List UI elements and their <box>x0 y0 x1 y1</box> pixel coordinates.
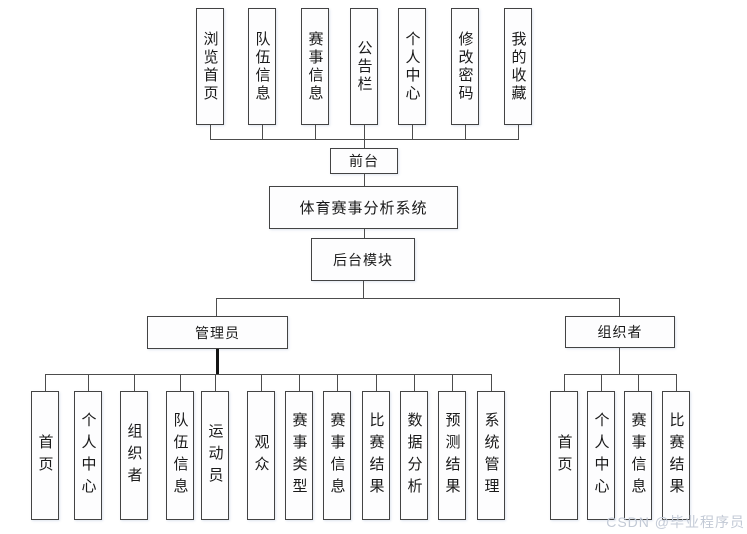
node-organizer-module-match-result: 比赛结果 <box>662 391 690 520</box>
node-admin-module-home: 首页 <box>31 391 59 520</box>
connector <box>364 139 365 148</box>
connector <box>299 374 300 391</box>
node-role-organizer: 组织者 <box>565 316 675 348</box>
connector <box>216 298 620 299</box>
connector <box>216 298 217 316</box>
connector <box>210 125 211 139</box>
node-admin-module-personal-center: 个人中心 <box>74 391 102 520</box>
node-admin-module-audience: 观众 <box>247 391 275 520</box>
connector <box>376 374 377 391</box>
connector <box>216 349 219 374</box>
connector <box>363 281 364 298</box>
connector <box>364 125 365 139</box>
connector <box>518 125 519 139</box>
connector <box>315 125 316 139</box>
connector <box>45 374 46 391</box>
node-admin-module-team-info: 队伍信息 <box>166 391 194 520</box>
node-organizer-module-personal-center: 个人中心 <box>587 391 615 520</box>
node-admin-module-organizer: 组织者 <box>120 391 148 520</box>
node-back-module: 后台模块 <box>311 238 415 281</box>
node-admin-module-system-management: 系统管理 <box>477 391 505 520</box>
connector <box>564 374 676 375</box>
node-front-module-change-password: 修改密码 <box>451 8 479 125</box>
node-front-module-personal-center: 个人中心 <box>398 8 426 125</box>
connector <box>45 374 491 375</box>
connector <box>676 374 677 391</box>
connector <box>261 374 262 391</box>
connector <box>88 374 89 391</box>
connector <box>619 298 620 316</box>
connector <box>601 374 602 391</box>
connector <box>364 174 365 186</box>
node-role-admin: 管理员 <box>147 316 288 349</box>
node-front-module-browse-home: 浏览首页 <box>196 8 224 125</box>
connector <box>619 348 620 374</box>
node-admin-module-event-type: 赛事类型 <box>285 391 313 520</box>
connector <box>638 374 639 391</box>
connector <box>364 229 365 238</box>
node-front-module-event-info: 赛事信息 <box>301 8 329 125</box>
node-front-module-bulletin-board: 公告栏 <box>350 8 378 125</box>
node-admin-module-data-analysis: 数据分析 <box>400 391 428 520</box>
node-admin-module-event-info: 赛事信息 <box>323 391 351 520</box>
node-front-module-team-info: 队伍信息 <box>248 8 276 125</box>
connector <box>414 374 415 391</box>
connector <box>452 374 453 391</box>
csdn-watermark: CSDN @毕业程序员 <box>606 514 745 530</box>
node-system-root: 体育赛事分析系统 <box>269 186 458 229</box>
node-admin-module-prediction-result: 预测结果 <box>438 391 466 520</box>
connector <box>412 125 413 139</box>
node-organizer-module-event-info: 赛事信息 <box>624 391 652 520</box>
node-front: 前台 <box>330 148 398 174</box>
node-admin-module-match-result: 比赛结果 <box>362 391 390 520</box>
node-front-module-my-favorites: 我的收藏 <box>504 8 532 125</box>
connector <box>215 374 216 391</box>
connector <box>337 374 338 391</box>
connector <box>564 374 565 391</box>
node-organizer-module-home: 首页 <box>550 391 578 520</box>
connector <box>465 125 466 139</box>
connector <box>491 374 492 391</box>
node-admin-module-athlete: 运动员 <box>201 391 229 520</box>
connector <box>134 374 135 391</box>
connector <box>262 125 263 139</box>
connector <box>180 374 181 391</box>
